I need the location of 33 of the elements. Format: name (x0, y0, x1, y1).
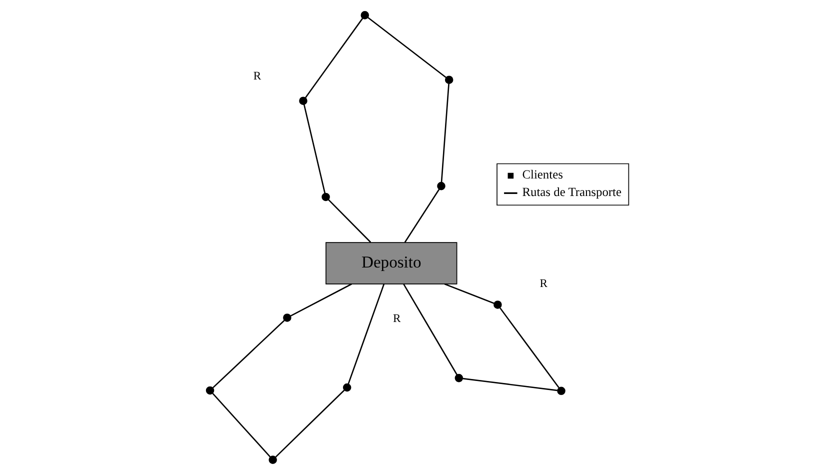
node-circle (298, 96, 307, 105)
connector (444, 283, 494, 304)
label: R (252, 70, 261, 83)
connector (367, 17, 446, 78)
node-circle (268, 456, 276, 464)
connector (212, 320, 284, 388)
connector (328, 199, 371, 243)
node-circle (205, 386, 214, 395)
label: R (539, 276, 548, 290)
node-circle (282, 314, 291, 322)
connector (499, 308, 559, 388)
connector (440, 84, 449, 182)
connector (404, 189, 440, 243)
node-circle (444, 76, 453, 84)
node-circle (493, 300, 502, 309)
label: R (392, 312, 400, 325)
node-box: Deposito (325, 242, 457, 284)
legend-label: Clientes (522, 168, 562, 182)
node-circle (321, 192, 330, 202)
node-circle (454, 374, 463, 382)
connector (212, 393, 270, 458)
connector (347, 284, 384, 384)
connector (462, 378, 557, 392)
node-circle (360, 11, 369, 20)
legend-label: Rutas de Transporte (522, 185, 622, 200)
node-circle (556, 386, 565, 396)
connector (304, 18, 363, 98)
node-circle (436, 182, 445, 190)
connector (290, 283, 352, 316)
connector (274, 390, 344, 458)
connector (302, 104, 326, 194)
node-circle (342, 383, 351, 392)
connector (402, 284, 458, 376)
